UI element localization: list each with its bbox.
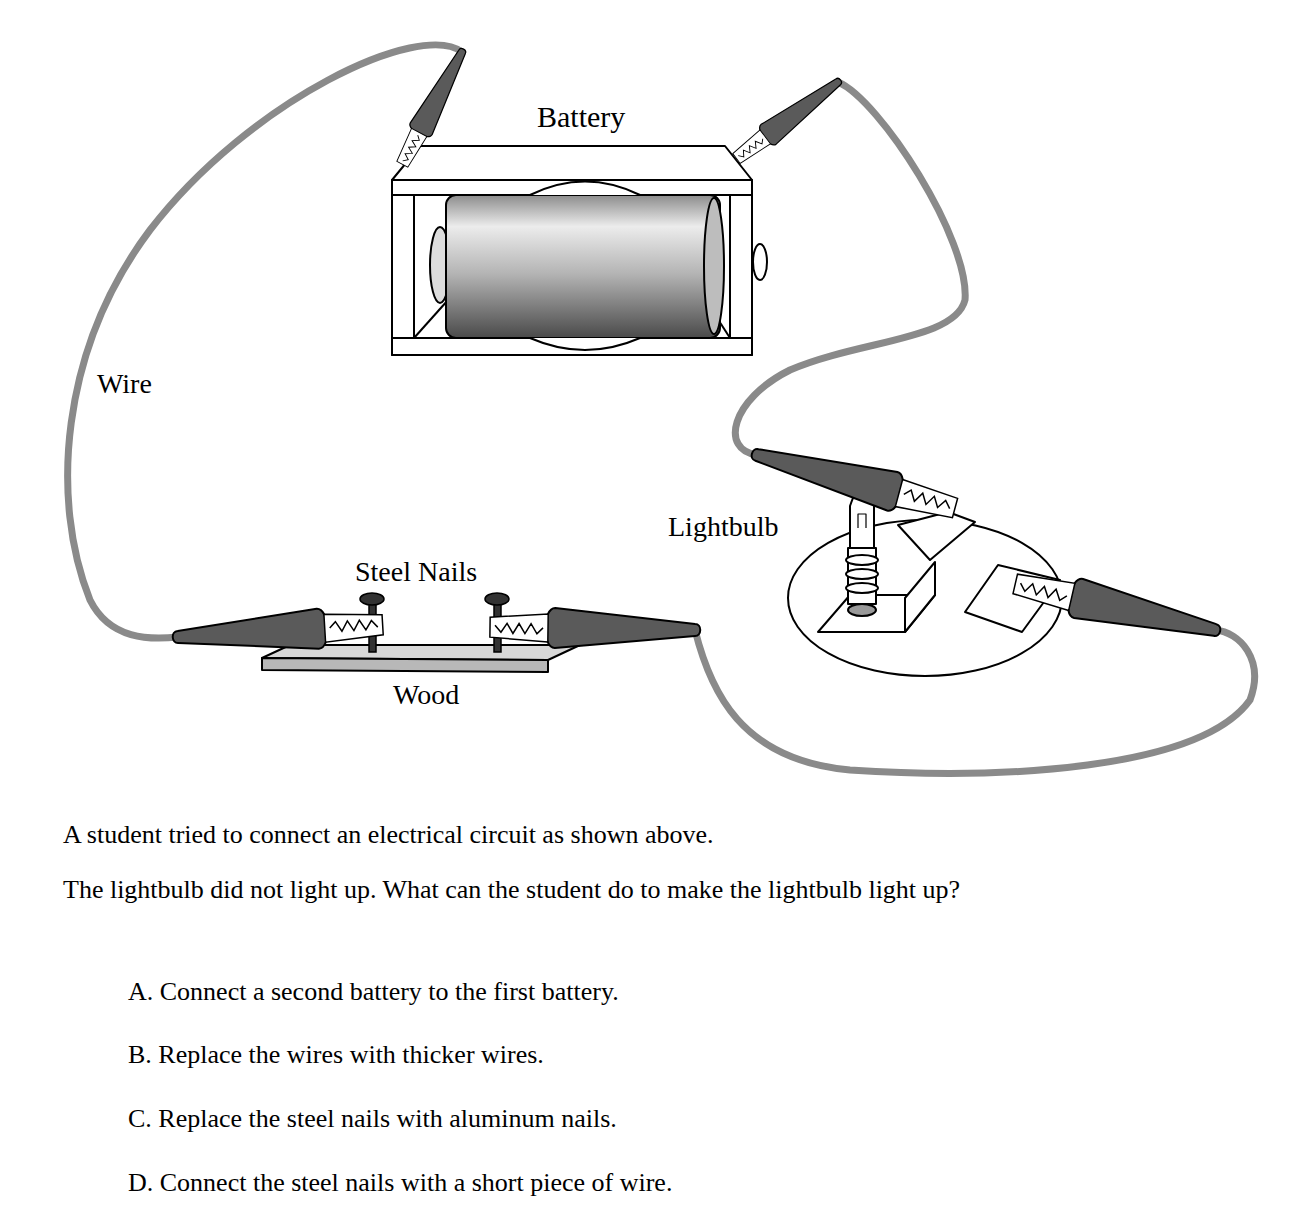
component-label: Steel Nails	[355, 555, 477, 589]
component-label: Wire	[97, 367, 152, 401]
bulb-thread	[846, 555, 878, 565]
board-front	[262, 658, 548, 672]
question-text: The lightbulb did not light up. What can…	[63, 874, 960, 905]
battery-end	[704, 198, 724, 334]
bulb-thread	[846, 569, 878, 579]
alligator-clip	[391, 43, 474, 170]
nail-head	[485, 593, 509, 605]
holder-notch	[530, 182, 640, 196]
component-label: Wood	[393, 678, 459, 712]
holder-bottom-bar	[392, 338, 752, 355]
alligator-clip	[172, 605, 384, 657]
question-text: A student tried to connect an electrical…	[63, 819, 714, 850]
bulb-thread	[846, 583, 878, 593]
holder-top-bar	[392, 180, 752, 195]
battery-cell	[446, 195, 720, 338]
holder-knob	[753, 244, 767, 280]
holder-strut	[414, 300, 448, 338]
holder-notch	[530, 338, 640, 350]
component-label: Lightbulb	[668, 510, 778, 544]
holder-end	[392, 195, 414, 355]
holder-top	[392, 146, 752, 180]
nail-head	[360, 593, 384, 605]
battery-holder	[392, 146, 767, 355]
component-label: Battery	[537, 99, 625, 135]
holder-bracket	[905, 562, 935, 632]
bulb-contact	[848, 604, 876, 616]
holder-terminal	[898, 512, 975, 560]
alligator-clip	[1011, 564, 1225, 650]
bulb-filament	[858, 514, 866, 528]
answer-option: C. Replace the steel nails with aluminum…	[128, 1103, 617, 1134]
answer-option: B. Replace the wires with thicker wires.	[128, 1039, 544, 1070]
alligator-clip	[747, 434, 960, 527]
alligator-clip	[729, 70, 848, 168]
holder-end	[730, 195, 752, 355]
alligator-clip	[490, 607, 701, 650]
answer-option: D. Connect the steel nails with a short …	[128, 1167, 672, 1198]
answer-option: A. Connect a second battery to the first…	[128, 976, 619, 1007]
